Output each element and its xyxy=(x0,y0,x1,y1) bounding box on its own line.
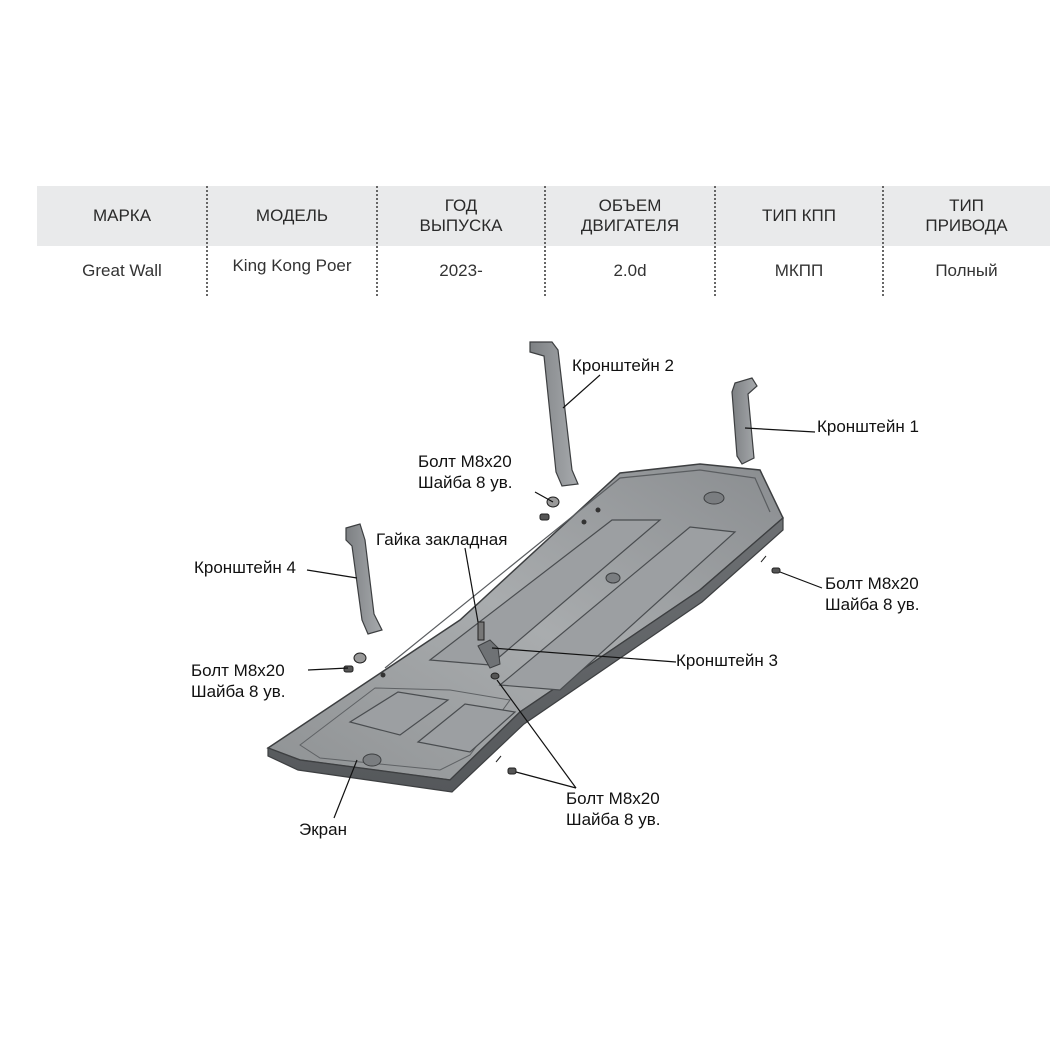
value-drive: Полный xyxy=(935,261,998,280)
bracket-1 xyxy=(731,377,758,465)
label-bolt-top: Болт М8х20 Шайба 8 ув. xyxy=(418,451,513,493)
value-model: King Kong Poer xyxy=(232,256,352,275)
bolt-label: Болт М8х20 xyxy=(566,789,660,808)
column-divider xyxy=(714,186,716,296)
bracket-4 xyxy=(345,523,383,635)
washer-label: Шайба 8 ув. xyxy=(825,595,920,614)
column-divider xyxy=(206,186,208,296)
value-gearbox: МКПП xyxy=(774,261,824,280)
washer-label: Шайба 8 ув. xyxy=(191,682,286,701)
label-bolt-right: Болт М8х20 Шайба 8 ув. xyxy=(825,573,920,615)
label-bracket-3: Кронштейн 3 xyxy=(676,651,778,670)
label-bracket-4: Кронштейн 4 xyxy=(194,558,296,577)
value-brand: Great Wall xyxy=(82,261,162,280)
header-drive: ТИП ПРИВОДА xyxy=(925,196,1008,235)
bolt-label: Болт М8х20 xyxy=(191,661,285,680)
header-year: ГОД ВЫПУСКА xyxy=(419,196,503,235)
label-bracket-1: Кронштейн 1 xyxy=(817,417,919,436)
header-model: МОДЕЛЬ xyxy=(255,206,329,225)
header-engine: ОБЪЕМ ДВИГАТЕЛЯ xyxy=(580,196,680,235)
value-engine: 2.0d xyxy=(613,261,647,280)
label-screen: Экран xyxy=(299,820,347,839)
label-bolt-bottom: Болт М8х20 Шайба 8 ув. xyxy=(566,788,661,830)
label-bolt-left: Болт М8х20 Шайба 8 ув. xyxy=(191,660,286,702)
label-nut: Гайка закладная xyxy=(376,530,508,549)
bracket-2 xyxy=(529,341,579,487)
spec-table: МАРКА МОДЕЛЬ ГОД ВЫПУСКА ОБЪЕМ ДВИГАТЕЛЯ… xyxy=(37,186,1050,296)
bracket-3 xyxy=(477,639,501,669)
washer-label: Шайба 8 ув. xyxy=(566,810,661,829)
value-year: 2023- xyxy=(439,261,483,280)
assembly-drawing xyxy=(266,341,823,819)
bolt-label: Болт М8х20 xyxy=(418,452,512,471)
washer-label: Шайба 8 ув. xyxy=(418,473,513,492)
column-divider xyxy=(882,186,884,296)
header-gearbox: ТИП КПП xyxy=(762,206,836,225)
column-divider xyxy=(544,186,546,296)
label-bracket-2: Кронштейн 2 xyxy=(572,356,674,375)
leader-lines xyxy=(306,374,823,819)
screen-plate xyxy=(266,463,784,793)
spec-table-header xyxy=(37,186,1050,246)
column-divider xyxy=(376,186,378,296)
header-brand: МАРКА xyxy=(92,206,152,225)
bolt-label: Болт М8х20 xyxy=(825,574,919,593)
